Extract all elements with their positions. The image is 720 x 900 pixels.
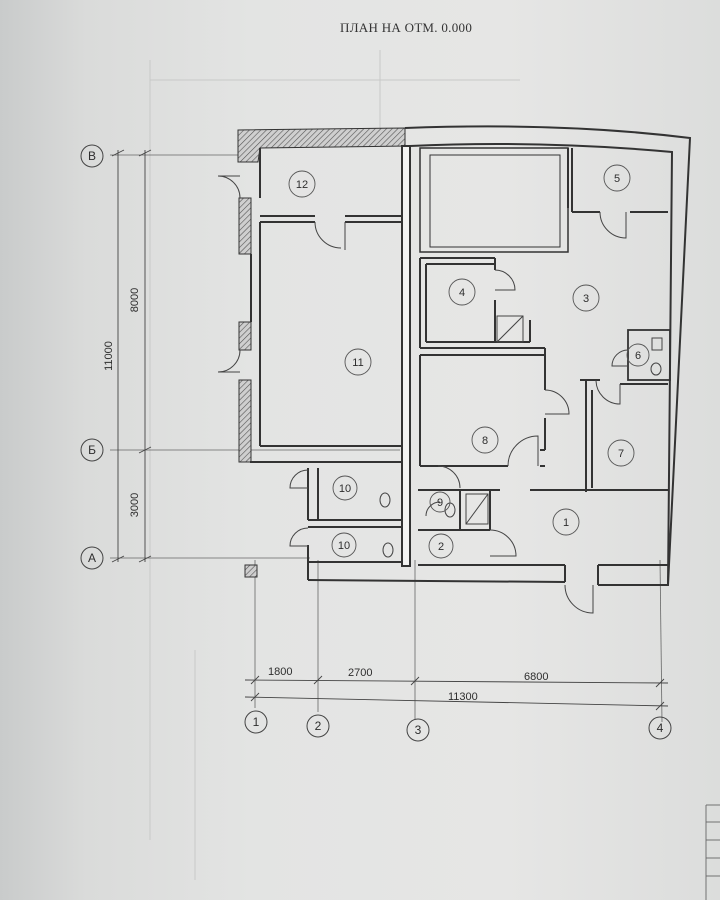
hatched-walls <box>237 127 406 578</box>
walls <box>250 125 692 586</box>
plan-title: ПЛАН НА ОТМ. 0.000 <box>340 20 473 35</box>
room-11-label: 11 <box>352 357 363 369</box>
room-8-label: 8 <box>482 435 488 447</box>
dimension-lines <box>111 149 669 711</box>
room-3-label: 3 <box>583 293 589 305</box>
axis-label-v: В <box>88 149 96 163</box>
axis-label-1: 1 <box>253 715 260 729</box>
sanitary-fixtures <box>379 315 663 558</box>
grid-axis-lines <box>110 154 663 723</box>
axis-label-2: 2 <box>315 719 322 733</box>
dim-top-3: 6800 <box>524 671 548 683</box>
dim-left-1: 8000 <box>129 288 141 312</box>
room-10-label-lower: 10 <box>338 540 350 552</box>
room-2-label: 2 <box>438 541 444 553</box>
axis-label-a: А <box>88 551 96 565</box>
axis-label-b: Б <box>88 443 96 457</box>
doors <box>217 175 629 614</box>
dim-top-2: 2700 <box>348 667 372 679</box>
room-4-label: 4 <box>459 287 465 299</box>
room-5-label: 5 <box>614 173 620 185</box>
room-1-label: 1 <box>563 517 569 529</box>
dim-top-total: 11300 <box>448 691 478 703</box>
room-bubbles <box>288 164 650 559</box>
room-9-label: 9 <box>437 497 443 509</box>
room-6-label: 6 <box>635 350 641 362</box>
title-block-corner <box>705 804 720 900</box>
axis-label-3: 3 <box>415 723 422 737</box>
room-12-label: 12 <box>296 179 308 191</box>
axis-bubbles <box>80 144 672 742</box>
axis-label-4: 4 <box>657 721 664 735</box>
dim-left-2: 3000 <box>129 493 141 517</box>
room-10-label-upper: 10 <box>339 483 351 495</box>
dim-left-total: 11000 <box>103 341 115 371</box>
dim-top-1: 1800 <box>268 666 292 678</box>
room-7-label: 7 <box>618 448 624 460</box>
